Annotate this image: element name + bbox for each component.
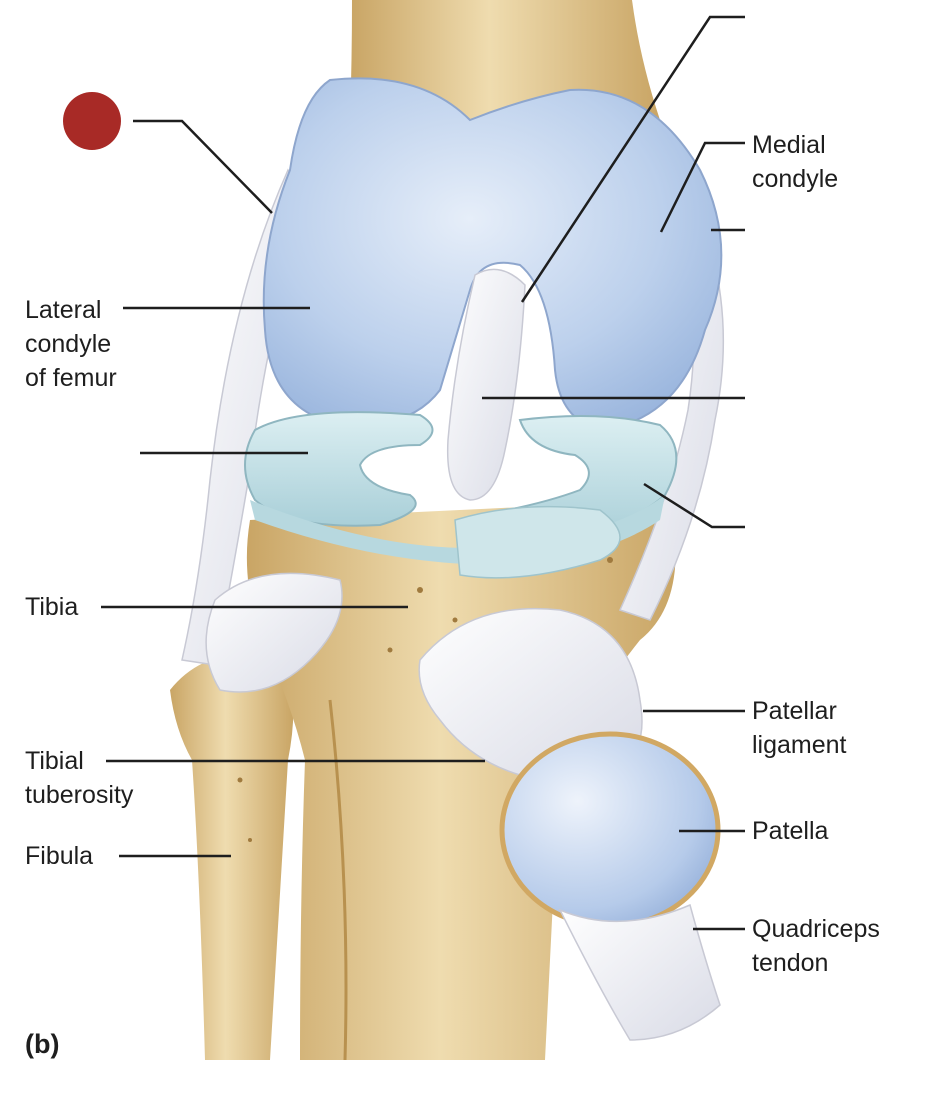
marker-dot bbox=[63, 92, 121, 150]
cruciate-ligaments bbox=[446, 268, 526, 501]
panel-letter: (b) bbox=[25, 1029, 60, 1059]
label-fibula: Fibula bbox=[25, 842, 94, 870]
label-patellar-ligament: Patellar ligament bbox=[752, 697, 847, 759]
label-quadriceps-tendon: Quadriceps tendon bbox=[752, 915, 880, 977]
label-tibial-tuberosity: Tibial tuberosity bbox=[25, 747, 134, 809]
leader-lines bbox=[101, 15, 745, 931]
label-tibia: Tibia bbox=[25, 593, 79, 621]
tibiofibular-ligament bbox=[205, 572, 343, 693]
label-patella: Patella bbox=[752, 817, 829, 845]
patellar-ligament-shape bbox=[418, 607, 643, 776]
fibula-bone bbox=[170, 654, 294, 1060]
lateral-meniscus bbox=[244, 411, 434, 527]
femur-condyles bbox=[262, 77, 723, 432]
label-medial-condyle: Medial condyle bbox=[752, 131, 839, 193]
label-lateral-condyle: Lateral condyle of femur bbox=[25, 296, 117, 392]
quadriceps-tendon-shape bbox=[558, 903, 721, 1041]
